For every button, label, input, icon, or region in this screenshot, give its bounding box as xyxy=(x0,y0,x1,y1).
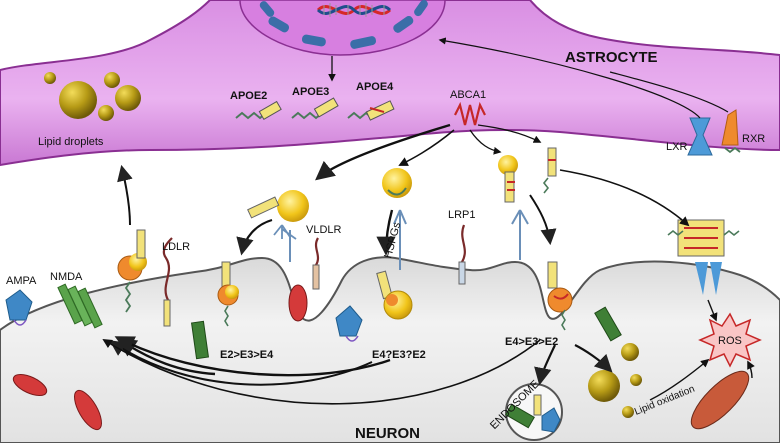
lipid-droplets xyxy=(44,72,141,121)
apoe2-molecule-icon xyxy=(235,100,282,121)
abca1-label: ABCA1 xyxy=(450,89,486,101)
chromatin xyxy=(259,0,428,49)
lxr-receptor-icon xyxy=(687,117,713,156)
apoe-lipoprotein-complex-left xyxy=(117,229,147,313)
lipid-droplets-label: Lipid droplets xyxy=(38,136,104,148)
rxr-label: RXR xyxy=(742,133,765,145)
ldlr-receptor-icon xyxy=(162,237,173,327)
apoe2-label: APOE2 xyxy=(230,90,267,102)
ros-burst-icon xyxy=(698,312,762,368)
nmda-label: NMDA xyxy=(50,271,83,283)
order-e2-e3-e4: E2>E3>E4 xyxy=(220,349,274,361)
apoe3-label: APOE3 xyxy=(292,86,329,98)
dna-helix-icon xyxy=(316,3,392,17)
pathway-arrows xyxy=(102,123,755,405)
apoe-lipoprotein-1 xyxy=(247,190,309,262)
apoe-lipoprotein-3 xyxy=(498,155,529,260)
ros-label: ROS xyxy=(718,335,742,347)
abca1-transporter-icon xyxy=(454,101,486,126)
apoe-complex-vesicle-2 xyxy=(335,270,413,342)
nmda-receptor-icon xyxy=(57,283,103,329)
lrp1-label: LRP1 xyxy=(448,209,476,221)
astrocyte-label: ASTROCYTE xyxy=(565,49,658,66)
lrp1-receptor-icon xyxy=(458,224,466,285)
neuron-lipid-droplets xyxy=(588,343,642,418)
mitochondria xyxy=(12,284,750,431)
ampa-label: AMPA xyxy=(6,275,37,287)
apoe-complex-vesicle-3 xyxy=(547,261,622,342)
ampa-receptor-icon xyxy=(5,289,33,326)
apoe4-label: APOE4 xyxy=(356,81,394,93)
apoe-lipoprotein-2 xyxy=(382,168,412,270)
order-e4-e3-e2: E4>E3>E2 xyxy=(505,336,558,348)
vldlr-receptor-icon xyxy=(312,237,320,290)
apoe4-molecule-icon xyxy=(347,100,395,121)
rxr-receptor-icon xyxy=(721,109,739,146)
astrocyte-nucleus xyxy=(239,0,446,56)
neuron-label: NEURON xyxy=(355,425,420,442)
apoe-complex-vesicle-1 xyxy=(190,261,239,360)
ldlr-label: LDLR xyxy=(162,241,190,253)
order-e4-e3-e2-q: E4?E3?E2 xyxy=(372,349,426,361)
endosome xyxy=(505,383,563,441)
neuron-cell xyxy=(0,256,780,443)
apoe-free-4 xyxy=(542,147,557,194)
apoe3-molecule-icon xyxy=(291,97,339,120)
apoe-aggregate-icon xyxy=(667,219,740,295)
astrocyte-cell xyxy=(0,0,780,167)
lxr-label: LXR xyxy=(666,141,687,153)
vldlr-label: VLDLR xyxy=(306,224,342,236)
